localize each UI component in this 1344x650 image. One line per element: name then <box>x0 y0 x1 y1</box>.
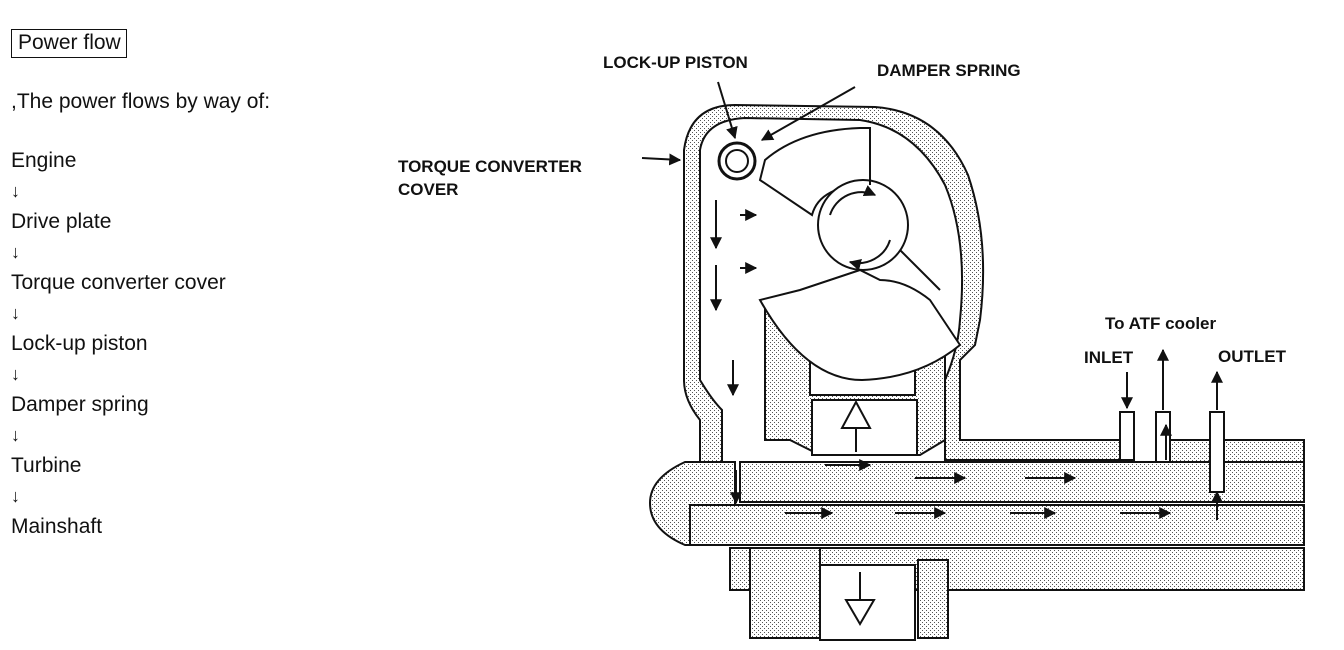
stator-base <box>749 547 821 639</box>
stator-core <box>817 179 909 271</box>
outlet-port <box>1209 411 1225 493</box>
flow-step-lockup-piston: Lock-up piston <box>11 332 148 355</box>
flow-step-turbine: Turbine <box>11 454 82 477</box>
flow-arrow-icon: ↓ <box>11 181 20 201</box>
case-block <box>1164 439 1305 463</box>
swirl-arrow-icon <box>848 239 891 271</box>
flow-step-engine: Engine <box>11 149 77 172</box>
converter-housing <box>683 103 1121 471</box>
swirl-arrow-icon <box>829 185 877 216</box>
flow-arrow-icon: ↓ <box>11 242 20 262</box>
flow-arrow-icon: ↓ <box>11 425 20 445</box>
section-heading: Power flow <box>11 29 127 58</box>
flow-step-drive-plate: Drive plate <box>11 210 112 233</box>
flow-step-converter-cover: Torque converter cover <box>11 271 226 294</box>
torus-lower <box>758 268 962 382</box>
intro-text: ,The power flows by way of: <box>11 90 271 113</box>
lower-window <box>819 564 916 641</box>
leader-line <box>717 81 738 140</box>
cooler-port <box>1155 411 1171 463</box>
label-damper-spring: DAMPER SPRING <box>877 61 1021 80</box>
flow-arrow-icon: ↓ <box>11 303 20 323</box>
label-inlet: INLET <box>1084 348 1134 367</box>
lower-wall <box>917 559 949 639</box>
power-flow-list: Engine ↓ Drive plate ↓ Torque converter … <box>11 149 226 539</box>
label-atf-cooler: To ATF cooler <box>1105 314 1217 333</box>
main-shaft <box>689 504 1305 546</box>
label-converter-cover-1: TORQUE CONVERTER <box>398 157 582 176</box>
flow-step-damper-spring: Damper spring <box>11 393 149 416</box>
label-lockup-piston: LOCK-UP PISTON <box>603 53 748 72</box>
leader-line <box>641 153 682 166</box>
flow-arrow-icon: ↓ <box>11 364 20 384</box>
down-triangle-icon <box>844 599 876 626</box>
flow-arrow-icon: ↓ <box>11 486 20 506</box>
leader-line <box>760 86 856 141</box>
label-outlet: OUTLET <box>1218 347 1286 366</box>
inlet-port <box>1119 411 1135 461</box>
label-converter-cover-2: COVER <box>398 180 459 199</box>
flow-step-mainshaft: Mainshaft <box>11 515 103 538</box>
